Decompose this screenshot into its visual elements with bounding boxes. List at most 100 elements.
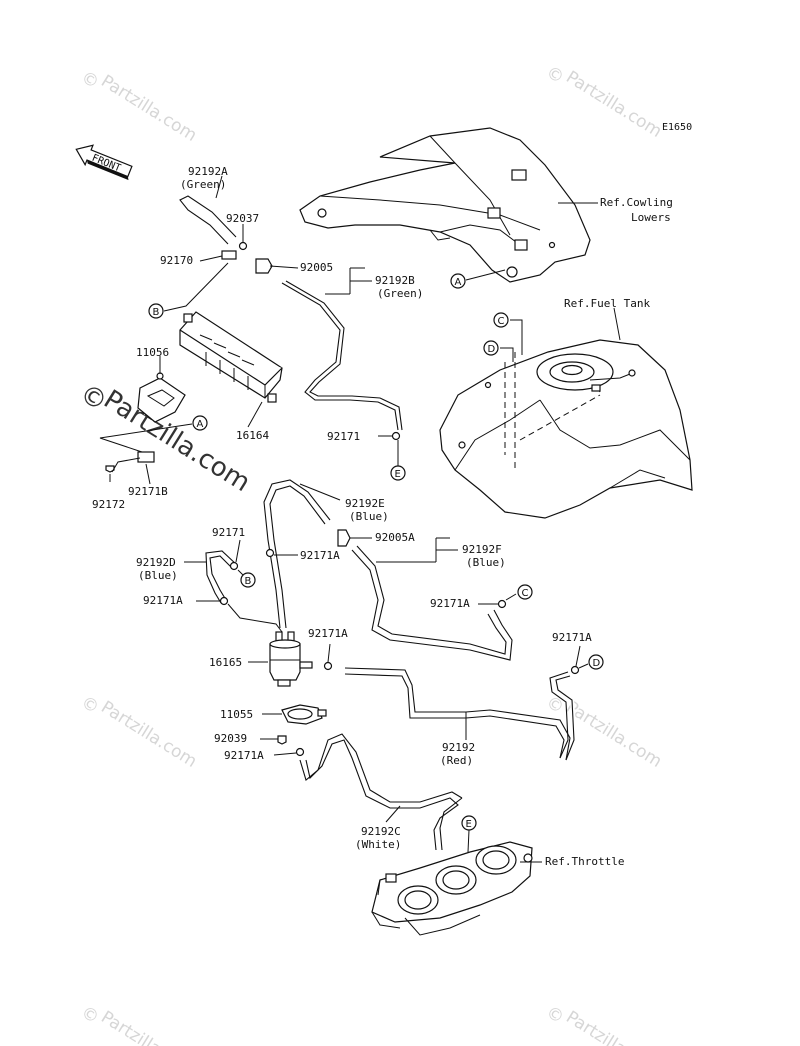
callout-a	[450, 273, 466, 289]
hose-92192f	[351, 549, 513, 661]
callout-b-letter: B	[245, 576, 252, 587]
diagram-id: E1650	[662, 122, 692, 133]
part-label-16165: 16165	[209, 656, 242, 669]
part-label-92192a-color: (Green)	[180, 178, 226, 191]
throttle-body-assembly	[371, 841, 533, 936]
bracket-11056	[137, 372, 186, 423]
canister-16164	[179, 311, 283, 403]
part-label-92171a-3: 92171A	[300, 549, 340, 562]
part-label-92192a: 92192A	[188, 165, 228, 178]
callout-b	[148, 303, 164, 319]
watermark-text: Partzilla.com	[562, 1007, 665, 1046]
part-label-92192d-color: (Blue)	[138, 569, 178, 582]
part-label-92005a: 92005A	[375, 531, 415, 544]
part-label-92171a-5: 92171A	[552, 631, 592, 644]
hose-92192e	[263, 479, 331, 629]
callout-e-letter: E	[395, 469, 401, 480]
cowling-clip-icon	[514, 239, 528, 251]
clamp-icon	[323, 661, 333, 671]
separator-16165	[269, 631, 313, 687]
canister-port-icon	[183, 313, 193, 323]
part-label-92172: 92172	[92, 498, 125, 511]
callout-a	[192, 415, 208, 431]
callout-a-letter: A	[197, 419, 204, 430]
leader-line	[613, 307, 621, 341]
part-label-92171-top: 92171	[327, 430, 360, 443]
fuel-tank-assembly	[439, 339, 693, 519]
bracket-11055	[281, 704, 327, 725]
part-label-92171a-2: 92171A	[143, 594, 183, 607]
callout-e-letter: E	[466, 819, 472, 830]
leader-line	[99, 423, 193, 453]
cowling-clip-icon	[511, 169, 527, 181]
watermark-text: Partzilla.com	[97, 697, 200, 772]
watermark-text: Partzilla.com	[562, 67, 665, 142]
cowling-assembly	[299, 127, 591, 283]
leader-line	[510, 319, 523, 355]
callout-d	[588, 654, 604, 670]
callout-c	[517, 584, 533, 600]
part-label-92171-mid: 92171	[212, 526, 245, 539]
leader-line	[269, 265, 299, 269]
callout-b-letter: B	[153, 307, 160, 318]
leader-line	[578, 663, 589, 669]
leader-line	[376, 537, 458, 563]
leader-line	[465, 269, 506, 281]
leader-line	[227, 603, 283, 633]
callout-d-letter: D	[593, 658, 601, 669]
clamp-icon	[570, 665, 580, 675]
leader-line	[111, 457, 141, 473]
part-label-92171a-6: 92171A	[224, 749, 264, 762]
callout-c-letter: C	[522, 588, 529, 599]
part-label-92192b: 92192B	[375, 274, 415, 287]
cowling-clip-icon	[487, 207, 501, 219]
part-label-11055: 11055	[220, 708, 253, 721]
part-label-92170: 92170	[160, 254, 193, 267]
clamp-icon	[391, 431, 401, 441]
hose-92192d	[209, 555, 233, 601]
part-label-92039: 92039	[214, 732, 247, 745]
leader-line	[467, 829, 470, 853]
leader-line	[500, 347, 514, 362]
leader-line	[325, 267, 372, 295]
part-label-16164: 16164	[236, 429, 269, 442]
clamp-icon	[265, 548, 275, 558]
hose-92192a	[179, 195, 237, 245]
fitting-92005-icon	[255, 258, 273, 274]
fitting-92005a-icon	[337, 529, 351, 547]
callout-d	[483, 340, 499, 356]
ref-cowling-lowers-label: Lowers	[631, 211, 671, 224]
part-label-92171a-1: 92171A	[430, 597, 470, 610]
callout-e	[390, 465, 406, 481]
leader-line	[385, 805, 401, 823]
callout-a-letter: A	[455, 277, 462, 288]
bolt-92039-icon	[277, 735, 287, 745]
part-label-92192-color: (Red)	[440, 754, 473, 767]
hose-92192b	[281, 282, 399, 431]
part-label-92171a-4: 92171A	[308, 627, 348, 640]
canister-port-icon	[267, 393, 277, 403]
leader-line	[215, 175, 223, 199]
cowling-grommet-icon	[506, 266, 518, 278]
leader-line	[145, 463, 151, 485]
leader-line	[235, 539, 241, 563]
part-label-11056: 11056	[136, 346, 169, 359]
leader-line	[273, 752, 297, 756]
part-label-92171b: 92171B	[128, 485, 168, 498]
cowling-bolt-icon	[317, 208, 327, 218]
part-label-92192c-color: (White)	[355, 838, 401, 851]
leader-line	[575, 645, 581, 667]
part-label-92192b-color: (Green)	[377, 287, 423, 300]
part-label-92037: 92037	[226, 212, 259, 225]
ref-fuel-tank-label: Ref.Fuel Tank	[564, 297, 650, 310]
clamp-icon	[295, 747, 305, 757]
callout-d-letter: D	[488, 344, 496, 355]
part-label-92192e: 92192E	[345, 497, 385, 510]
part-label-92192d: 92192D	[136, 556, 176, 569]
part-label-92192f-color: (Blue)	[466, 556, 506, 569]
clip-icon	[221, 250, 237, 260]
hose-92192c	[299, 733, 463, 803]
part-label-92192: 92192	[442, 741, 475, 754]
part-label-92192e-color: (Blue)	[349, 510, 389, 523]
